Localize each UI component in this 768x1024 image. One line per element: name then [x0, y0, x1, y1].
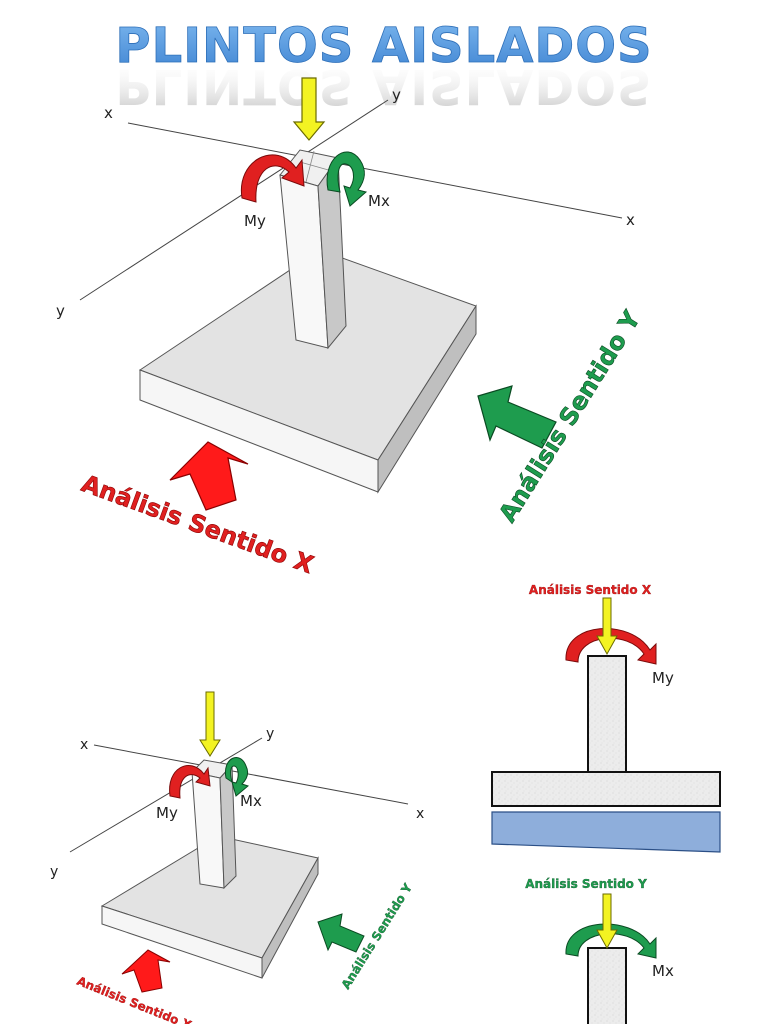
small-axial-load-arrow [199, 691, 221, 757]
axis-x-label-right: x [626, 211, 635, 229]
axis-x-line [127, 122, 623, 219]
small-footing-slab [100, 835, 319, 979]
axial-load-arrow [292, 77, 326, 141]
section-x-heading: Análisis Sentido X [529, 583, 652, 597]
section-y-column [587, 947, 627, 1024]
small-moment-my-label: My [156, 804, 178, 822]
section-x-axial-arrow [596, 597, 618, 656]
axis-y-line [79, 99, 389, 301]
section-y-axial-arrow [596, 893, 618, 950]
axis-y-label-top: y [392, 86, 401, 104]
section-y-heading: Análisis Sentido Y [525, 877, 647, 891]
small-axis-x-line [93, 744, 409, 805]
moment-mx-label: Mx [368, 192, 390, 210]
analysis-y-arrow [477, 385, 557, 449]
title-group: PLINTOS AISLADOS PLINTOS AISLADOS [115, 18, 652, 114]
small-axis-y-label-top: y [266, 726, 274, 742]
analysis-x-arrow [169, 441, 249, 511]
section-x-moment-label: My [652, 669, 674, 687]
footing-3d-small: x x y y My Mx Análisis Sentido X Análisi… [50, 691, 424, 1024]
moment-mx-arrow [326, 151, 368, 207]
column [279, 149, 347, 350]
axis-y-label-bottom: y [56, 302, 65, 320]
small-analysis-x-arrow [121, 949, 171, 993]
section-y-diagram: Análisis Sentido Y Mx [525, 877, 674, 1024]
small-axis-x-label-left: x [80, 737, 88, 753]
moment-my-arrow [240, 154, 305, 203]
moment-my-label: My [244, 212, 266, 230]
section-x-footing [491, 771, 721, 807]
small-axis-y-line [69, 737, 263, 853]
section-x-moment-arrow [565, 628, 657, 665]
section-y-moment-label: Mx [652, 962, 674, 980]
section-y-moment-arrow [565, 923, 657, 959]
small-analysis-y-arrow [317, 913, 365, 953]
small-moment-mx-label: Mx [240, 792, 262, 810]
section-x-soil-pressure [491, 811, 721, 853]
title-reflection: PLINTOS AISLADOS [115, 58, 652, 114]
footing-3d-large: x x y y My Mx Análisis Sentido X [56, 77, 647, 580]
small-moment-my-arrow [169, 764, 211, 799]
small-axis-x-label-right: x [416, 806, 424, 822]
page-title: PLINTOS AISLADOS [115, 18, 652, 74]
footing-slab [138, 249, 477, 494]
small-axis-y-label-bottom: y [50, 864, 58, 880]
small-moment-mx-arrow [224, 757, 250, 797]
small-analysis-x-label: Análisis Sentido X [75, 974, 194, 1024]
section-x-diagram: Análisis Sentido X My [491, 583, 721, 853]
section-x-column [587, 655, 627, 773]
axis-x-label-left: x [104, 104, 113, 122]
